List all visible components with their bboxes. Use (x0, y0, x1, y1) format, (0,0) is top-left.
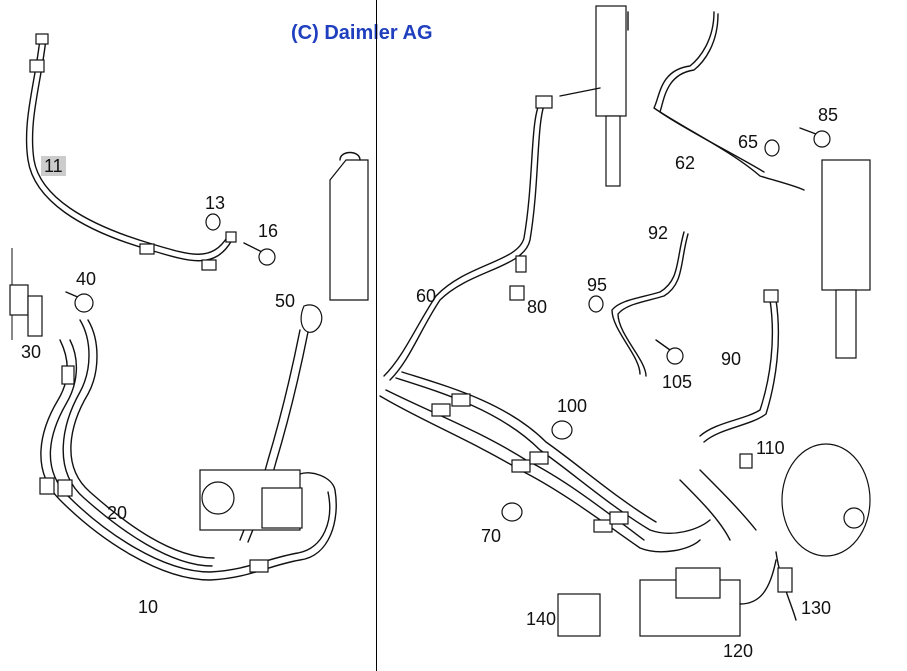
bolt-16-shape (243, 242, 276, 266)
callout-85[interactable]: 85 (818, 105, 839, 125)
hose-11-shape (25, 33, 237, 271)
callout-110[interactable]: 110 (756, 438, 785, 458)
power-steering-pump-shape (781, 443, 871, 557)
callout-11[interactable]: 11 (41, 156, 66, 176)
callout-13[interactable]: 13 (205, 193, 226, 213)
callout-60[interactable]: 60 (416, 286, 437, 306)
fitting-80-shape (509, 285, 525, 301)
reservoir-shape (329, 151, 369, 301)
callout-140[interactable]: 140 (526, 609, 557, 629)
callout-70[interactable]: 70 (481, 526, 502, 546)
washer-13-shape (205, 213, 221, 231)
callout-30[interactable]: 30 (21, 342, 42, 362)
copyright-notice: (C) Daimler AG (291, 22, 433, 44)
pump-120-shape (639, 559, 777, 637)
fitting-110-shape (739, 453, 753, 469)
washer-95-shape (588, 295, 604, 313)
callout-80[interactable]: 80 (527, 297, 548, 317)
callout-10[interactable]: 10 (138, 597, 159, 617)
line-92-shape (611, 231, 689, 377)
seal-70-shape (501, 502, 523, 522)
callout-65[interactable]: 65 (738, 132, 759, 152)
panel-divider (376, 0, 377, 671)
line-130-shape (775, 551, 797, 621)
callout-100[interactable]: 100 (557, 396, 588, 416)
bolt-40-shape (65, 291, 94, 313)
seal-100-shape (551, 420, 573, 440)
callout-130[interactable]: 130 (801, 598, 832, 618)
line-bundle-shape (379, 371, 757, 553)
line-90-shape (699, 289, 780, 443)
callout-95[interactable]: 95 (587, 275, 608, 295)
callout-105[interactable]: 105 (662, 372, 693, 392)
line-62-shape (653, 11, 805, 191)
bolt-105-shape (655, 339, 684, 365)
strut-left-shape (595, 5, 629, 187)
callout-16[interactable]: 16 (258, 221, 279, 241)
washer-65-shape (764, 139, 780, 157)
callout-62[interactable]: 62 (675, 153, 696, 173)
pump-block-shape (199, 469, 303, 531)
strut-right-shape (821, 159, 871, 359)
callout-50[interactable]: 50 (275, 291, 296, 311)
callout-40[interactable]: 40 (76, 269, 97, 289)
insulator-140-shape (557, 593, 601, 637)
callout-90[interactable]: 90 (721, 349, 742, 369)
lines-10-20-shape (39, 319, 337, 581)
bracket-30-shape (9, 248, 43, 340)
callout-20[interactable]: 20 (107, 503, 128, 523)
callout-120[interactable]: 120 (723, 641, 754, 661)
line-60-shape (383, 87, 601, 381)
callout-92[interactable]: 92 (648, 223, 669, 243)
bolt-85-shape (799, 127, 831, 148)
